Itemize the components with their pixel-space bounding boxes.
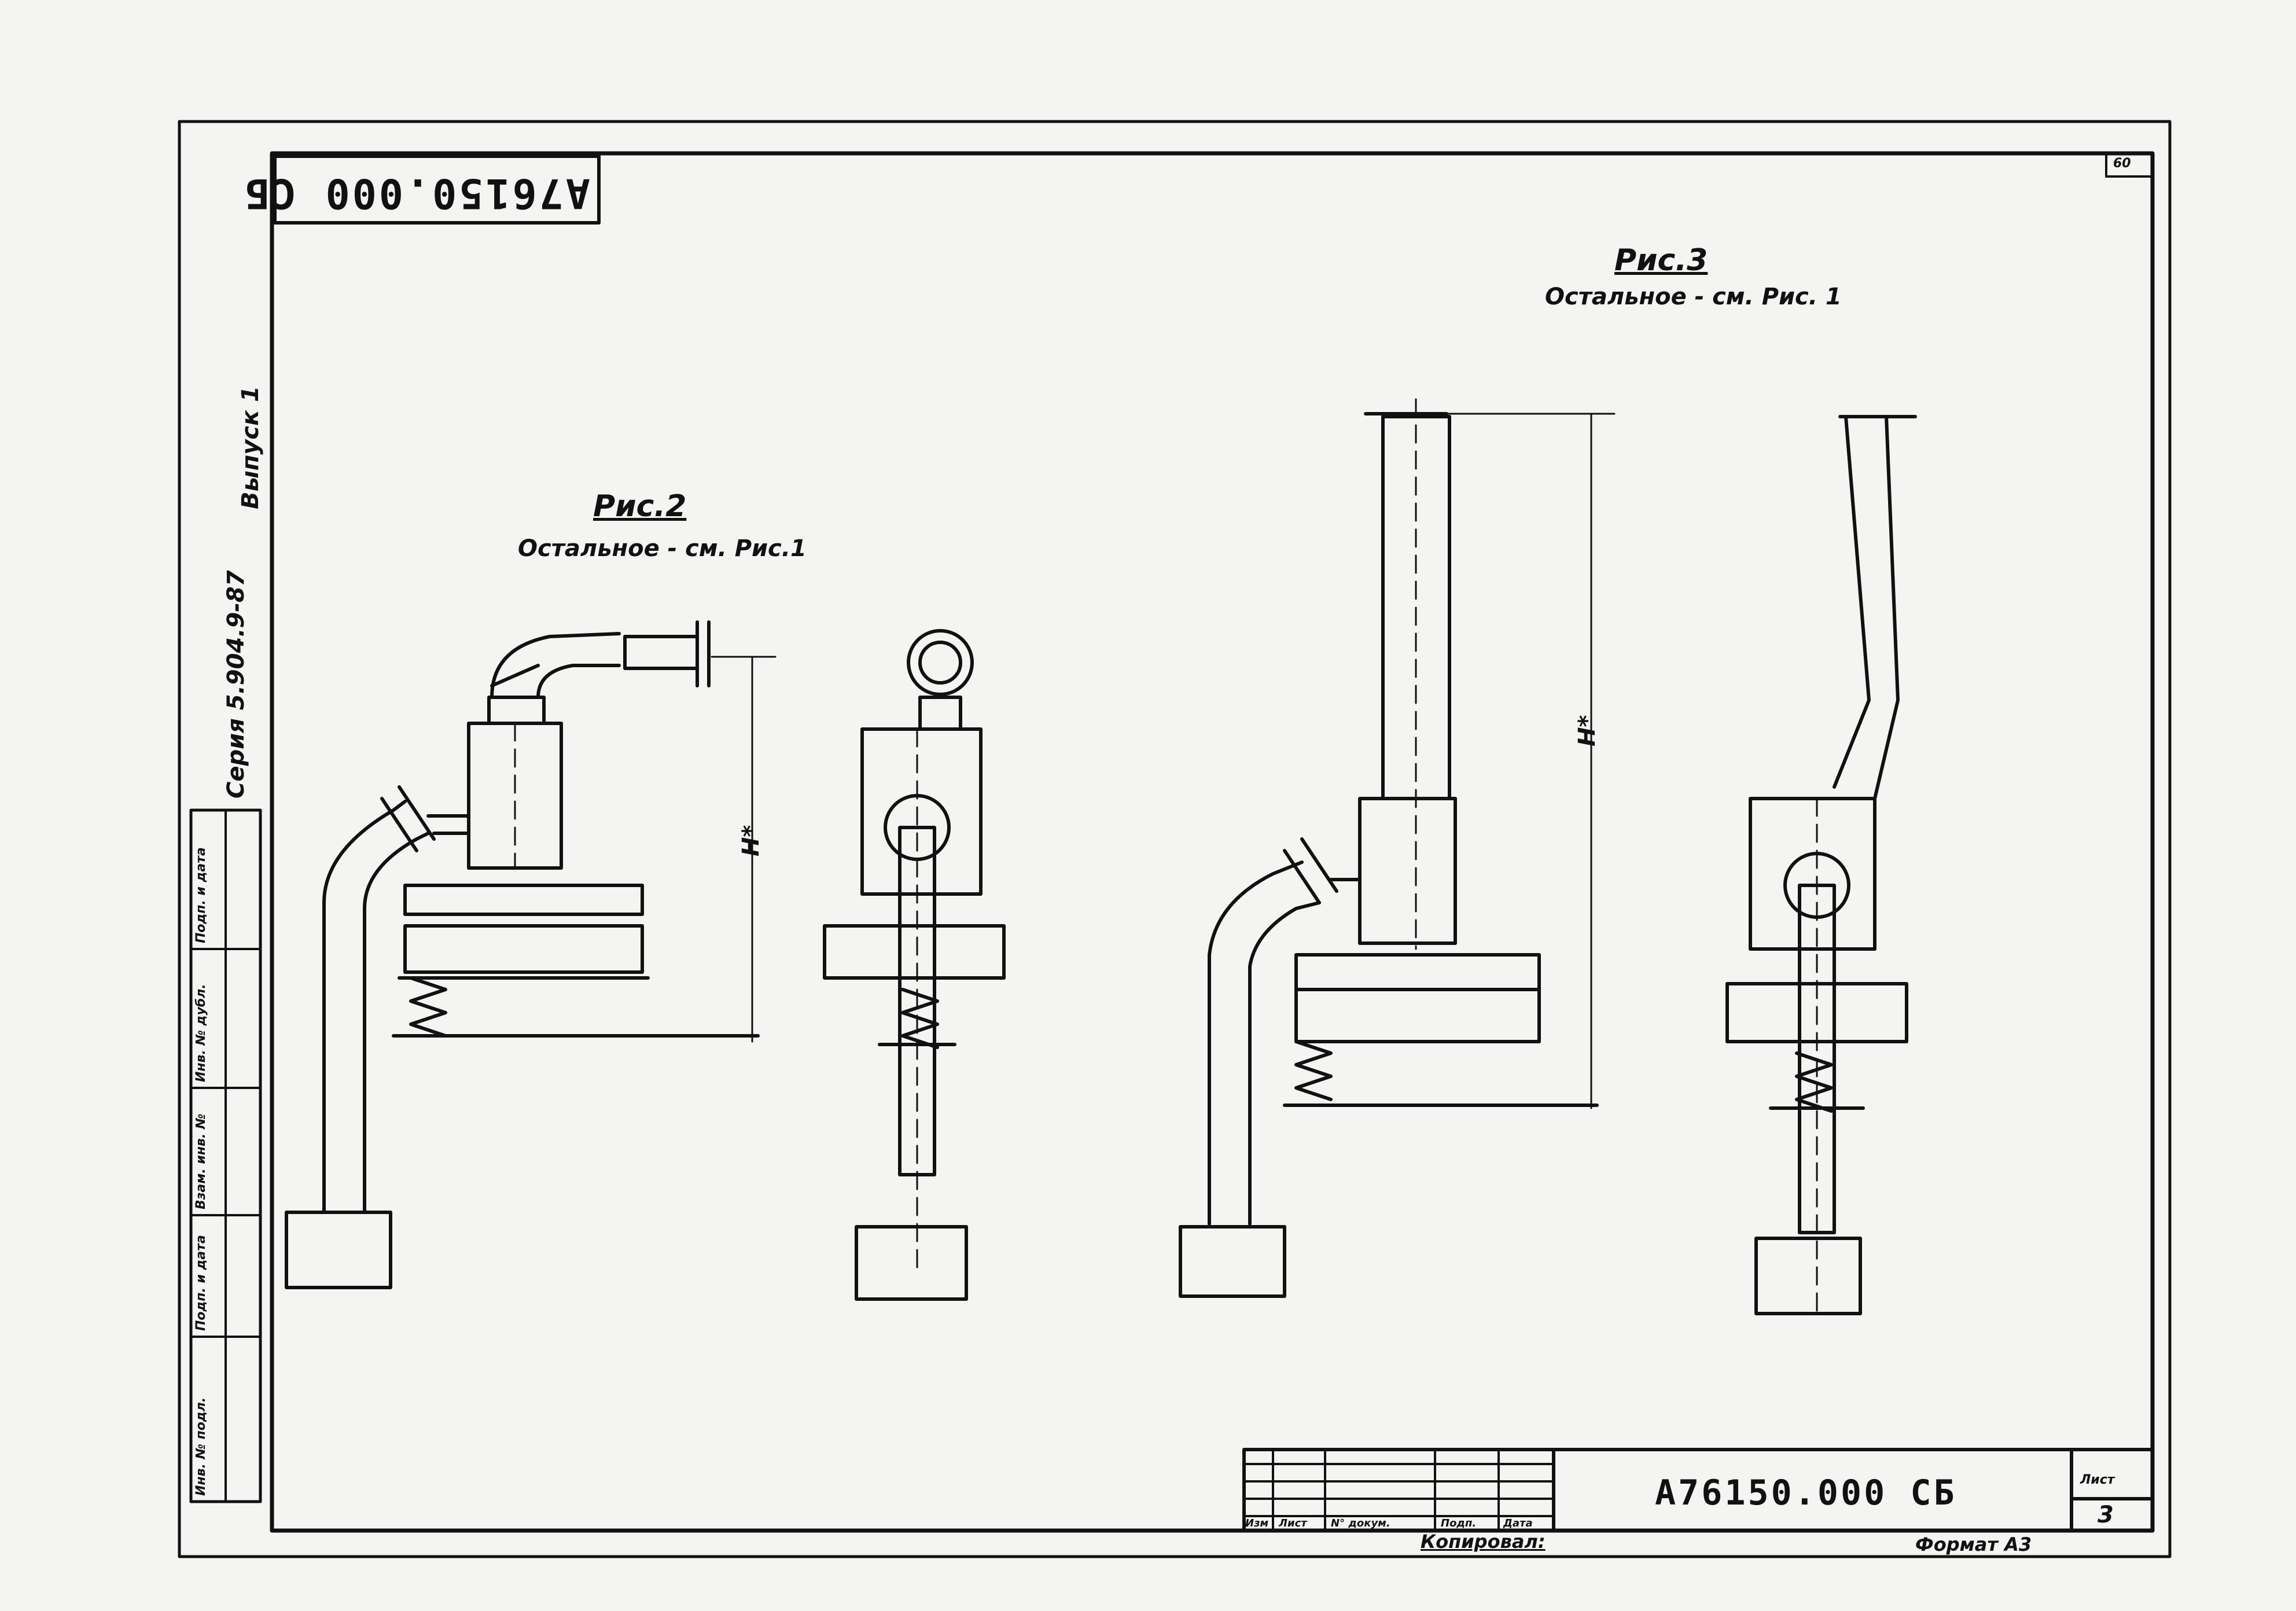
fig3-front-view	[1725, 415, 1917, 1321]
side-stamp-col-5: Подп. и дата	[194, 847, 208, 943]
fig2-dimension-label: H*	[738, 825, 764, 856]
corner-sheet-number: 60	[2113, 156, 2131, 171]
title-block	[1242, 1448, 2154, 1532]
top-code-mirrored: А76150.000 СБ	[243, 170, 590, 217]
side-stamp-col-3: Взам. инв. №	[194, 1113, 208, 1209]
title-block-sheet-value: 3	[2098, 1502, 2114, 1528]
top-code-box	[273, 155, 601, 225]
corner-number-box	[2105, 152, 2154, 178]
side-stamp-col-4: Инв. № дубл.	[194, 984, 208, 1082]
fig3-side-view	[1179, 398, 1616, 1298]
fig2-side-view	[285, 620, 777, 1289]
fig3-dimension-label: H*	[1574, 715, 1600, 746]
fig2-note: Остальное - см. Рис.1	[518, 535, 807, 562]
copied-label: Копировал:	[1421, 1531, 1546, 1553]
fig3-title: Рис.3	[1614, 243, 1708, 278]
fig3-note: Остальное - см. Рис. 1	[1545, 284, 1842, 310]
side-issue-label: Выпуск 1	[237, 386, 264, 509]
title-col-doc: N° докум.	[1331, 1517, 1390, 1529]
title-col-date: Дата	[1503, 1517, 1533, 1529]
side-stamp-col-2: Подп. и дата	[194, 1235, 208, 1331]
title-block-doc-code: А76150.000 СБ	[1655, 1473, 1957, 1513]
outer-frame	[178, 120, 2172, 1558]
format-label: Формат А3	[1915, 1533, 2032, 1555]
title-col-list: Лист	[1279, 1517, 1307, 1529]
side-series-label: Серия 5.904.9-87	[223, 570, 249, 799]
title-col-sign: Подп.	[1441, 1517, 1477, 1529]
title-col-izm: Изм	[1245, 1517, 1269, 1529]
fig2-title: Рис.2	[593, 489, 687, 524]
fig2-front-view	[823, 629, 1006, 1301]
inner-frame	[270, 151, 2155, 1533]
title-block-sheet-label: Лист	[2080, 1473, 2115, 1487]
side-stamp-col-1: Инв. № подл.	[194, 1397, 208, 1496]
